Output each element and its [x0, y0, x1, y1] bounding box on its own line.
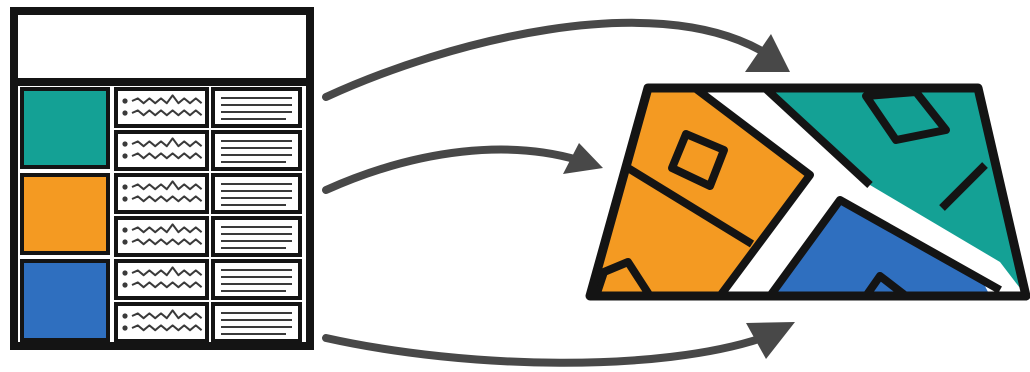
bullet-dot [122, 184, 128, 190]
table-cell-sketch [114, 259, 209, 300]
arrowhead-bottom [746, 322, 795, 359]
scribble-line [131, 137, 203, 148]
bullet-dot [122, 313, 128, 319]
arrowhead-middle [563, 143, 603, 174]
scribble-line [131, 309, 203, 320]
scribble-line [131, 195, 203, 203]
table-cell-lines [211, 216, 302, 257]
table-cell-sketch [114, 302, 209, 343]
scribble-line [131, 223, 203, 234]
table-cell-lines [211, 87, 302, 128]
road-edge-lower [766, 196, 1002, 296]
color-swatch-orange [20, 173, 110, 255]
building-orange-bottom [592, 258, 654, 296]
scribble-line [131, 180, 203, 191]
bullet-dot [122, 227, 128, 233]
parcel-line-orange [625, 164, 755, 248]
map-region-teal [765, 88, 1026, 296]
bullet-dot [122, 110, 128, 116]
table-header [18, 15, 306, 79]
table-cell-sketch [114, 87, 209, 128]
parcel-line-teal [939, 162, 988, 211]
table-cell-sketch [114, 216, 209, 257]
table-cell-lines [211, 302, 302, 343]
arrow-middle [322, 145, 582, 194]
arrows [322, 18, 766, 367]
bullet-dot [122, 141, 128, 147]
road-edge-left [692, 88, 814, 296]
arrowheads [563, 34, 795, 359]
scribble-line [131, 94, 203, 105]
attribute-table-icon [10, 7, 314, 350]
table-rows [114, 87, 302, 343]
building-blue [862, 272, 910, 296]
bullet-dot [122, 239, 128, 245]
bullet-dot [122, 153, 128, 159]
scribble-line [131, 266, 203, 277]
table-cell-sketch [114, 173, 209, 214]
scribble-line [131, 238, 203, 246]
table-cell-sketch [114, 130, 209, 171]
arrow-top [322, 18, 764, 101]
color-swatch-blue [20, 259, 110, 342]
building-orange-top [668, 130, 728, 190]
scribble-line [131, 152, 203, 160]
table-cell-lines [211, 259, 302, 300]
scribble-line [131, 281, 203, 289]
scribble-line [131, 109, 203, 117]
building-teal [862, 88, 950, 144]
road-edge-right [762, 88, 873, 188]
bullet-dot [122, 270, 128, 276]
arrow-bottom [322, 334, 766, 367]
arrowhead-top [745, 34, 790, 72]
bullet-dot [122, 196, 128, 202]
table-cell-lines [211, 130, 302, 171]
table-cell-lines [211, 173, 302, 214]
map-icon [585, 83, 1030, 301]
map-outline [585, 83, 1030, 301]
bullet-dot [122, 98, 128, 104]
scribble-line [131, 324, 203, 332]
color-swatch-teal [20, 87, 110, 169]
bullet-dot [122, 282, 128, 288]
bullet-dot [122, 325, 128, 331]
